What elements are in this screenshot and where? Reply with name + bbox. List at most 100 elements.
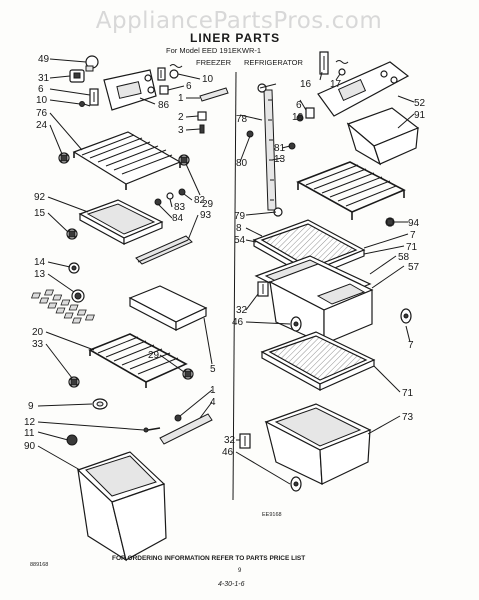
callout-71: 71 <box>402 388 414 399</box>
shelf-end-cap-part <box>178 154 190 166</box>
callout-58: 58 <box>398 252 410 263</box>
nut-lower-part <box>66 434 78 446</box>
callout-32: 32 <box>224 435 236 446</box>
callout-13: 13 <box>34 269 46 280</box>
callout-29: 29 <box>202 199 214 210</box>
bracket-part <box>89 88 99 106</box>
callout-10: 10 <box>202 74 214 85</box>
refrigerator-control-panel-part <box>317 61 410 117</box>
refrigerator-clip-part <box>305 107 315 119</box>
crisper-support-upper-part <box>257 281 269 297</box>
callout-54: 54 <box>234 235 246 246</box>
callout-33: 33 <box>32 339 44 350</box>
callout-81: 81 <box>274 143 286 154</box>
callout-1: 1 <box>178 93 184 104</box>
callout-13: 13 <box>274 154 286 165</box>
freezer-basket-part <box>76 451 167 562</box>
freezer-section-label: FREEZER <box>196 58 232 67</box>
crisper-roller-upper-part <box>290 316 302 332</box>
leader-lines <box>37 58 415 485</box>
callout-11: 11 <box>24 428 35 439</box>
tray-clip-part <box>66 228 78 240</box>
lower-shelf-clip-right <box>182 368 194 380</box>
callout-24: 24 <box>36 120 48 131</box>
handwritten-note: 4-30-1-6 <box>218 581 245 588</box>
tray-rail-part <box>135 235 193 265</box>
callout-46: 46 <box>222 447 234 458</box>
callout-7: 7 <box>408 340 414 351</box>
callout-6: 6 <box>38 84 44 95</box>
callout-79: 79 <box>234 211 246 222</box>
callout-6: 6 <box>186 81 192 92</box>
callout-46: 46 <box>232 317 244 328</box>
callout-57: 57 <box>408 262 420 273</box>
screw-small-part <box>199 124 205 134</box>
callout-29: 29 <box>148 350 160 361</box>
callout-92: 92 <box>34 192 46 203</box>
control-housing-part <box>103 69 157 111</box>
basket-rail-part <box>159 413 213 445</box>
callout-5: 5 <box>210 364 216 375</box>
callout-labels: 49 31 6 10 76 24 10 6 86 1 2 3 82 83 84 … <box>24 54 426 458</box>
callout-20: 20 <box>32 327 44 338</box>
callout-7: 7 <box>410 230 416 241</box>
callout-52: 52 <box>414 98 426 109</box>
page-number: 9 <box>238 568 242 574</box>
callout-78: 78 <box>236 114 248 125</box>
model-subtitle: For Model EED 191EKWR-1 <box>166 46 261 55</box>
light-socket-part <box>69 69 85 83</box>
callout-6: 6 <box>296 100 302 111</box>
dairy-bin-part <box>346 107 420 166</box>
callout-32: 32 <box>236 305 248 316</box>
callout-15: 15 <box>34 208 46 219</box>
callout-8: 8 <box>236 223 242 234</box>
crisper-support-lower-part <box>239 433 251 449</box>
crisper-pan-lower-part <box>264 403 372 485</box>
callout-82: 82 <box>194 195 206 206</box>
callout-80: 80 <box>236 158 248 169</box>
ice-cube-tray-part <box>30 285 208 331</box>
callout-73: 73 <box>402 412 414 423</box>
watermark-text: AppliancePartsPros.com <box>96 8 382 34</box>
screw-part <box>79 101 91 107</box>
callout-49: 49 <box>38 54 50 65</box>
cover-bracket-part <box>159 85 169 95</box>
roller-right-part <box>400 308 412 324</box>
callout-17: 17 <box>330 79 342 90</box>
shelf-support-part <box>199 87 229 102</box>
callout-86: 86 <box>158 100 170 111</box>
shelf-ladder-part <box>257 83 283 217</box>
control-bracket-part <box>157 67 166 81</box>
ladder-fastener-part <box>246 130 296 150</box>
refrigerator-section-label: REFRIGERATOR <box>244 58 303 67</box>
crisper-pan-upper-part <box>268 263 374 345</box>
wire-shelf-clip-part <box>385 217 395 227</box>
callout-76: 76 <box>36 108 48 119</box>
clip-part <box>197 111 207 121</box>
callout-90: 90 <box>24 441 36 452</box>
nut-part <box>68 262 80 274</box>
callout-93: 93 <box>200 210 212 221</box>
callout-4: 4 <box>210 397 216 408</box>
hardware-cluster-part <box>154 188 186 206</box>
callout-31: 31 <box>38 73 50 84</box>
cam-part <box>92 398 108 410</box>
shelf-clip-part <box>58 152 70 164</box>
callout-1: 1 <box>210 385 216 396</box>
ordering-footer: FOR ORDERING INFORMATION REFER TO PARTS … <box>112 555 305 562</box>
light-bulb-part <box>85 55 99 72</box>
callout-10: 10 <box>292 112 304 123</box>
glass-shelf-lower-part <box>260 331 376 392</box>
callout-10: 10 <box>36 95 48 106</box>
callout-14: 14 <box>34 257 46 268</box>
freezer-wire-shelf-top <box>72 131 182 190</box>
callout-84: 84 <box>172 213 184 224</box>
refrigerator-bracket-part <box>319 51 329 75</box>
grommet-part <box>71 289 85 303</box>
figure-code-right: EE9168 <box>262 512 282 518</box>
callout-12: 12 <box>24 417 36 428</box>
crisper-roller-lower-part <box>290 476 302 492</box>
callout-71: 71 <box>406 242 418 253</box>
refrigerator-wire-shelf <box>296 161 406 220</box>
